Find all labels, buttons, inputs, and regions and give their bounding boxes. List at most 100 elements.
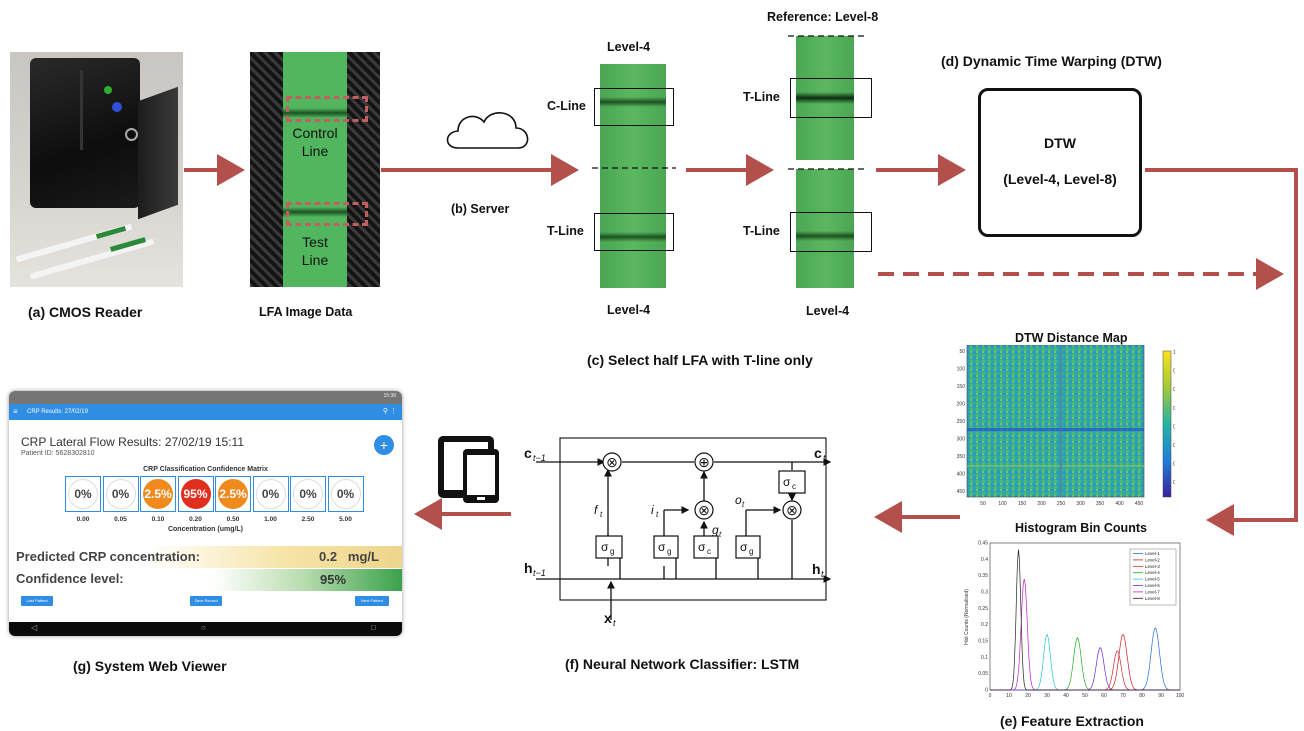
- gate-i-sigma: σ: [658, 540, 666, 554]
- dtw-xtick: 50: [980, 501, 986, 507]
- gate-f-sigma: σ: [601, 540, 609, 554]
- legend-entry: Level-6: [1145, 583, 1160, 588]
- percent-circle: 0%: [255, 479, 286, 509]
- hist-ytick: 0.45: [978, 541, 988, 547]
- back-icon[interactable]: ◁: [31, 623, 38, 632]
- svg-text:t: t: [719, 530, 722, 539]
- hist-xtick: 0: [989, 693, 992, 699]
- svg-text:g: g: [667, 547, 671, 556]
- dtw-ytick: 150: [957, 384, 966, 390]
- menu-icon[interactable]: ≡: [13, 407, 18, 416]
- svg-text:t: t: [600, 510, 603, 519]
- percent-circle: 2.5%: [143, 479, 173, 509]
- save-record-button[interactable]: Save Record: [190, 596, 222, 606]
- matrix-cell: [252, 476, 289, 512]
- label-feature-extraction: (e) Feature Extraction: [1000, 713, 1144, 729]
- h-out-label: h: [812, 561, 821, 577]
- lfa-image: Control Line Test Line: [250, 52, 380, 287]
- hist-xtick: 10: [1006, 693, 1012, 699]
- matrix-cell: [65, 476, 101, 512]
- matrix-cell: [215, 476, 251, 512]
- dtw-ytick: 100: [957, 367, 966, 373]
- arrow-to-feature-extraction: [1145, 168, 1298, 536]
- hist-xtick: 80: [1139, 693, 1145, 699]
- t-line-label-1: T-Line: [547, 224, 584, 238]
- level4-half-strip: [796, 169, 854, 288]
- svg-text:t−1: t−1: [533, 568, 546, 578]
- control-line-label-1: Control: [292, 125, 338, 141]
- c-prev-label: c: [524, 445, 532, 461]
- dtw-xtick: 400: [1115, 501, 1124, 507]
- legend-entry: Level-8: [1145, 596, 1160, 601]
- hist-ytick: 0: [985, 688, 988, 694]
- status-time: 15:38: [383, 393, 396, 399]
- dtw-xtick: 150: [1018, 501, 1027, 507]
- label-lstm: (f) Neural Network Classifier: LSTM: [565, 656, 800, 672]
- percent-circle: 0%: [330, 479, 361, 509]
- recents-icon[interactable]: □: [371, 623, 376, 632]
- matrix-cell: [177, 476, 214, 512]
- mobile-devices-icon: [438, 436, 499, 503]
- next-patient-button[interactable]: Next Patient: [355, 596, 389, 606]
- cmos-reader-photo: [10, 52, 183, 287]
- forget-multiply-icon: ⊗: [606, 454, 618, 470]
- concentration-tick: 5.00: [339, 516, 352, 523]
- home-icon[interactable]: ○: [201, 623, 206, 632]
- patient-id: Patient ID: 5628302810: [21, 450, 95, 457]
- conf-label: Confidence level:: [16, 571, 124, 586]
- reference-label: Reference: Level-8: [767, 10, 879, 24]
- app-bar-title: CRP Results: 27/02/19: [27, 409, 88, 415]
- reference-strip: [796, 36, 854, 160]
- prediction-row: [9, 546, 402, 568]
- more-icon[interactable]: ⋮: [390, 408, 397, 415]
- hist-ytick: 0.2: [981, 622, 988, 628]
- percent-circle: 0%: [68, 479, 98, 509]
- matrix-cell: [327, 476, 364, 512]
- search-icon[interactable]: ⚲: [382, 408, 388, 415]
- hist-series-line: [990, 549, 1180, 691]
- nav-bar: ◁ ○ □: [9, 622, 402, 636]
- dtw-xtick: 450: [1135, 501, 1144, 507]
- concentration-tick: 0.05: [114, 516, 127, 523]
- f-label: f: [594, 503, 599, 517]
- add-fab-button[interactable]: +: [374, 435, 394, 455]
- hist-xtick: 40: [1063, 693, 1069, 699]
- o-label: o: [735, 493, 742, 507]
- cell-sigma: σ: [783, 475, 791, 489]
- confidence-row: [9, 569, 402, 591]
- dtw-map-title: DTW Distance Map: [1015, 331, 1128, 345]
- concentration-tick: 2.50: [301, 516, 315, 523]
- svg-text:t: t: [821, 569, 824, 579]
- colorbar-tick: 0.95: [1173, 369, 1175, 375]
- status-bar: 15:38: [9, 391, 402, 404]
- dtw-args: (Level-4, Level-8): [1003, 171, 1117, 187]
- hist-xtick: 30: [1044, 693, 1050, 699]
- svg-text:g: g: [610, 547, 614, 556]
- label-lfa-image-data: LFA Image Data: [259, 305, 353, 319]
- i-label: i: [651, 503, 654, 517]
- t-line-label-3: T-Line: [743, 224, 780, 238]
- level4-top-label: Level-4: [607, 40, 651, 54]
- dtw-ytick: 450: [957, 489, 966, 495]
- concentration-tick: 0.50: [226, 516, 240, 523]
- hist-xtick: 60: [1101, 693, 1107, 699]
- histogram-chart: Hist Counts (Normalised) 00.050.10.150.2…: [964, 541, 1184, 700]
- matrix-cell: [102, 476, 139, 512]
- legend-entry: Level-7: [1145, 589, 1160, 594]
- t-line-box: [594, 213, 674, 251]
- dtw-title: DTW: [1044, 135, 1076, 151]
- colorbar-tick: 0.65: [1173, 480, 1175, 486]
- concentration-axis-label: Concentration (umg/L): [167, 526, 244, 533]
- dtw-ytick: 400: [957, 472, 966, 478]
- dtw-xtick: 100: [998, 501, 1007, 507]
- c-line-label: C-Line: [547, 99, 586, 113]
- last-patient-button[interactable]: Last Patient: [21, 596, 53, 606]
- label-dtw: (d) Dynamic Time Warping (DTW): [941, 53, 1162, 69]
- concentration-tick: 0.20: [189, 516, 202, 523]
- add-icon: ⊕: [698, 454, 710, 470]
- dtw-box: DTW (Level-4, Level-8): [978, 88, 1142, 237]
- svg-text:t: t: [823, 453, 826, 463]
- legend-entry: Level-4: [1145, 570, 1160, 575]
